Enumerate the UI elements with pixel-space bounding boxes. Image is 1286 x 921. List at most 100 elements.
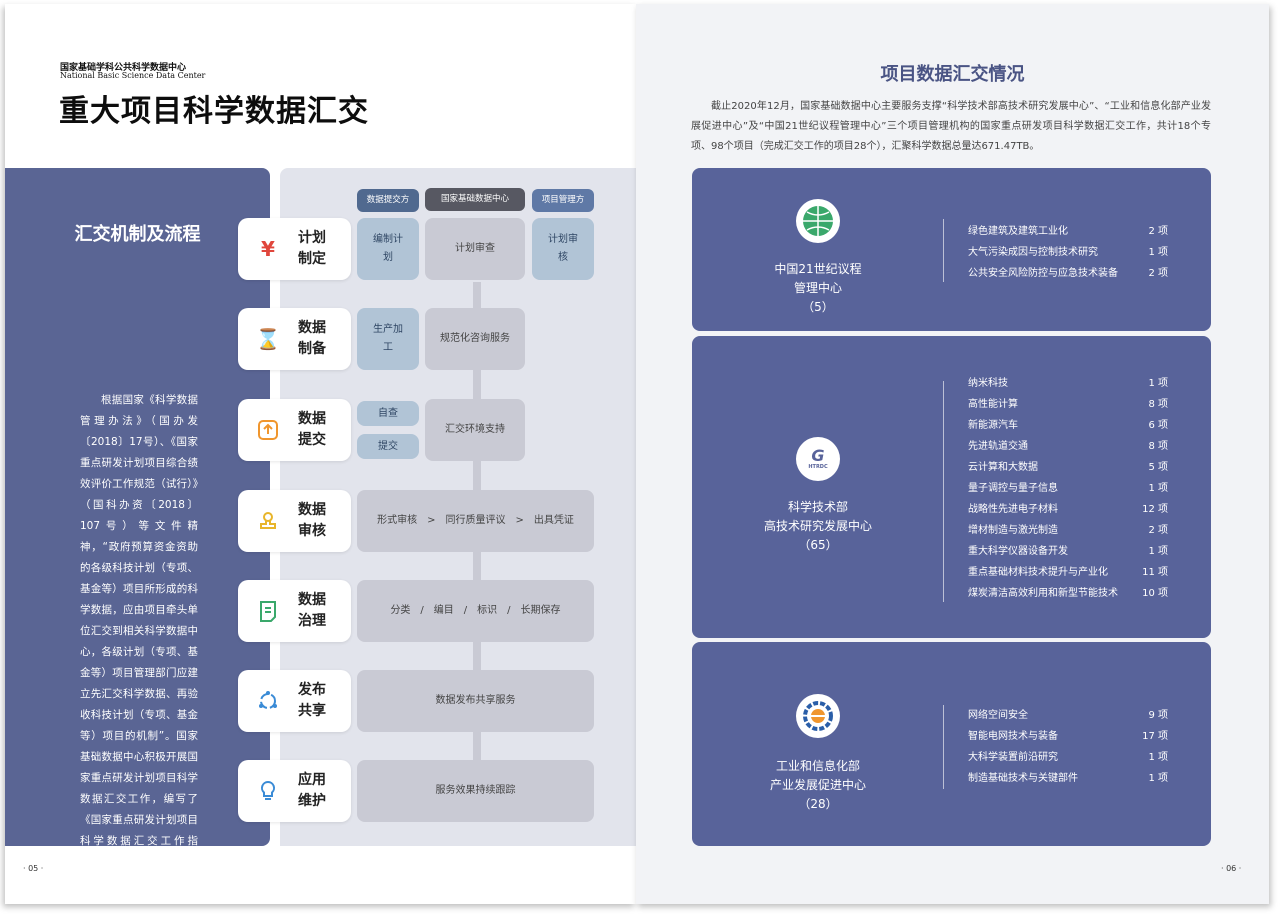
- globe-logo-icon: [796, 199, 840, 243]
- item-name: 重大科学仪器设备开发: [968, 546, 1068, 557]
- divider: [943, 381, 944, 602]
- list-item: 重大科学仪器设备开发 1 项: [968, 539, 1168, 560]
- org-name: 科学技术部 高技术研究发展中心 （65）: [718, 498, 918, 555]
- item-name: 大科学装置前沿研究: [968, 752, 1058, 763]
- box-publish: 数据发布共享服务: [357, 670, 594, 732]
- page-number: · 05 ·: [23, 864, 44, 873]
- org-project-count: （65）: [798, 538, 838, 552]
- item-count: 1 项: [1148, 247, 1168, 258]
- step-label: 计划制定: [298, 230, 326, 267]
- item-count: 12 项: [1142, 504, 1168, 515]
- item-name: 先进轨道交通: [968, 441, 1028, 452]
- hourglass-icon: ⌛: [255, 327, 281, 351]
- item-count: 11 项: [1142, 567, 1168, 578]
- mechanism-panel: 汇交机制及流程 根据国家《科学数据管理办法》（国办发〔2018〕17号）、《国家…: [5, 168, 270, 889]
- org-name: 工业和信息化部 产业发展促进中心 （28）: [718, 757, 918, 814]
- connector: [473, 282, 481, 308]
- list-item: 先进轨道交通 8 项: [968, 434, 1168, 455]
- item-count: 2 项: [1148, 268, 1168, 279]
- list-item: 制造基础技术与关键部件 1 项: [968, 766, 1168, 787]
- box-plan-draft: 编制计划: [357, 218, 419, 280]
- org-name-line: 高技术研究发展中心: [763, 519, 872, 533]
- list-item: 战略性先进电子材料 12 项: [968, 497, 1168, 518]
- step-publish: 发布共享: [238, 670, 351, 732]
- box-plan-approve: 计划审核: [532, 218, 594, 280]
- box-self-check: 自查: [357, 401, 419, 426]
- box-review-process: 形式审核 > 同行质量评议 > 出具凭证: [357, 490, 594, 552]
- section-title: 项目数据汇交情况: [880, 64, 1025, 85]
- divider: [943, 705, 944, 789]
- item-count: 2 项: [1148, 525, 1168, 536]
- htrdc-logo-mark: G HTRDC: [808, 446, 828, 471]
- item-count: 6 项: [1148, 420, 1168, 431]
- box-production: 生产加工: [357, 308, 419, 370]
- box-governance: 分类 / 编目 / 标识 / 长期保存: [357, 580, 594, 642]
- org-project-count: （28）: [798, 797, 838, 811]
- item-count: 9 项: [1148, 710, 1168, 721]
- left-page: 国家基础学科公共科学数据中心 National Basic Science Da…: [5, 4, 636, 904]
- connector: [473, 642, 481, 670]
- panel-text: 根据国家《科学数据管理办法》（国办发〔2018〕17号）、《国家重点研发计划项目…: [80, 394, 198, 889]
- step-submit: 数据提交: [238, 399, 351, 461]
- page-number: · 06 ·: [1221, 864, 1242, 873]
- list-item: 网络空间安全 9 项: [968, 703, 1168, 724]
- htrdc-logo-text: HTRDC: [808, 464, 828, 470]
- org-card-miit: 工业和信息化部 产业发展促进中心 （28） 网络空间安全 9 项 智能电网技术与装…: [692, 642, 1211, 846]
- org-name-line: 管理中心: [793, 281, 842, 295]
- item-name: 战略性先进电子材料: [968, 504, 1058, 515]
- page-title: 重大项目科学数据汇交: [59, 94, 369, 129]
- item-name: 云计算和大数据: [968, 462, 1038, 473]
- step-govern: 数据治理: [238, 580, 351, 642]
- org-project-count: （5）: [802, 300, 834, 314]
- connector: [473, 370, 481, 400]
- step-label: 发布共享: [298, 682, 326, 719]
- item-name: 重点基础材料技术提升与产业化: [968, 567, 1108, 578]
- htrdc-logo-icon: G HTRDC: [796, 437, 840, 481]
- item-count: 1 项: [1148, 483, 1168, 494]
- divider: [943, 219, 944, 282]
- item-count: 8 项: [1148, 441, 1168, 452]
- item-name: 制造基础技术与关键部件: [968, 773, 1078, 784]
- org-name-line: 科学技术部: [787, 500, 848, 514]
- step-plan: ¥ 计划制定: [238, 218, 351, 280]
- upload-icon: [248, 412, 288, 448]
- box-env-support: 汇交环境支持: [425, 399, 525, 461]
- item-count: 2 项: [1148, 226, 1168, 237]
- list-item: 高性能计算 8 项: [968, 392, 1168, 413]
- box-plan-review: 计划审查: [425, 218, 525, 280]
- step-label: 数据制备: [298, 320, 326, 357]
- item-name: 网络空间安全: [968, 710, 1028, 721]
- item-count: 17 项: [1142, 731, 1168, 742]
- step-maintain: 应用维护: [238, 760, 351, 822]
- org-name-cn: 国家基础学科公共科学数据中心: [60, 63, 187, 73]
- step-label: 数据治理: [298, 592, 326, 629]
- tag-submitter: 数据提交方: [357, 189, 419, 212]
- org-name-en: National Basic Science Data Center: [60, 71, 206, 80]
- item-count: 8 项: [1148, 399, 1168, 410]
- item-count: 1 项: [1148, 546, 1168, 557]
- item-name: 高性能计算: [968, 399, 1018, 410]
- step-label: 数据审核: [298, 502, 326, 539]
- stamp-icon: [248, 503, 288, 539]
- item-count: 10 项: [1142, 588, 1168, 599]
- step-label: 应用维护: [298, 772, 326, 809]
- item-count: 1 项: [1148, 773, 1168, 784]
- list-item: 绿色建筑及建筑工业化 2 项: [968, 219, 1168, 240]
- item-name: 绿色建筑及建筑工业化: [968, 226, 1068, 237]
- box-maintain: 服务效果持续跟踪: [357, 760, 594, 822]
- org-name-line: 工业和信息化部: [775, 759, 860, 773]
- gear-logo-icon: [796, 694, 840, 738]
- connector: [473, 461, 481, 491]
- connector: [473, 552, 481, 580]
- box-submission: 提交: [357, 434, 419, 459]
- box-consulting: 规范化咨询服务: [425, 308, 525, 370]
